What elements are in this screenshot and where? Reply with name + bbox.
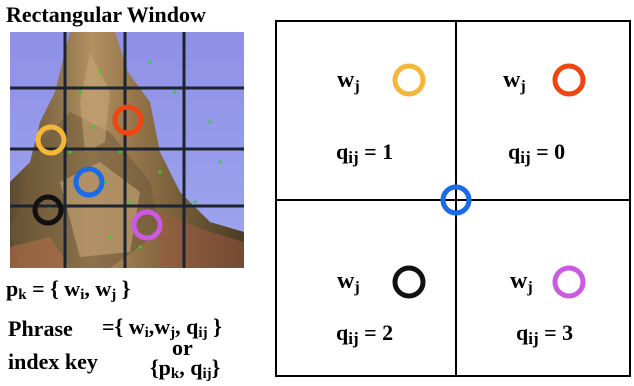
photo-marker-orange	[35, 124, 67, 156]
photo-marker-black	[32, 194, 64, 226]
center-marker	[440, 184, 472, 216]
q3-q-label: qij = 3	[516, 320, 574, 348]
phrase-label: Phrase	[8, 316, 73, 341]
alt-formula: {pk, qij}	[150, 355, 221, 382]
q1-q-label: qij = 0	[508, 139, 566, 167]
index-key-label: index key	[8, 349, 98, 374]
q0-q-label: qij = 1	[336, 139, 394, 167]
q1-w-label: wj	[503, 67, 526, 95]
title: Rectangular Window	[6, 2, 206, 27]
or-label: or	[172, 335, 193, 360]
photo-marker-purple	[131, 209, 163, 241]
quadrant-marker-2	[392, 265, 426, 299]
photo-marker-red	[112, 104, 144, 136]
quadrant-marker-0	[392, 63, 426, 97]
quadrant-diagram	[275, 20, 631, 377]
phrase-formula: ={ wi,wj, qij }	[102, 314, 222, 341]
quadrant-marker-3	[552, 265, 586, 299]
pk-definition: pk = { wi, wj }	[6, 276, 131, 303]
q3-w-label: wj	[510, 268, 533, 296]
tower-image	[10, 32, 244, 268]
photo-marker-blue	[73, 166, 105, 198]
q2-q-label: qij = 2	[336, 320, 394, 348]
q0-w-label: wj	[337, 67, 360, 95]
quadrant-marker-1	[552, 63, 586, 97]
q2-w-label: wj	[337, 268, 360, 296]
